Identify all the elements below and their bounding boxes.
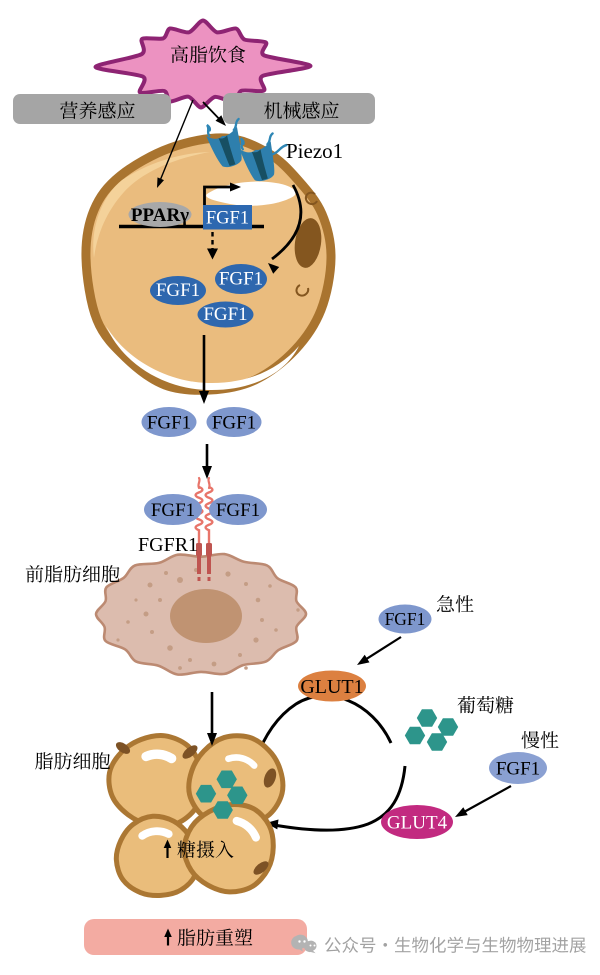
svg-text:FGF1: FGF1 (203, 304, 247, 325)
svg-text:PPARγ: PPARγ (131, 205, 189, 226)
svg-text:FGF1: FGF1 (156, 280, 200, 301)
svg-text:FGF1: FGF1 (496, 759, 540, 780)
svg-text:FGF1: FGF1 (151, 500, 195, 521)
svg-text:FGF1: FGF1 (385, 609, 426, 629)
svg-text:FGF1: FGF1 (147, 413, 191, 434)
svg-text:FGF1: FGF1 (219, 269, 263, 290)
svg-text:GLUT4: GLUT4 (387, 813, 448, 834)
svg-text:FGF1: FGF1 (206, 209, 249, 229)
svg-text:FGF1: FGF1 (212, 413, 256, 434)
svg-text:GLUT1: GLUT1 (300, 676, 363, 698)
svg-text:FGF1: FGF1 (216, 500, 260, 521)
svg-text:Piezo1: Piezo1 (286, 139, 343, 163)
svg-text:FGFR1: FGFR1 (138, 534, 198, 556)
